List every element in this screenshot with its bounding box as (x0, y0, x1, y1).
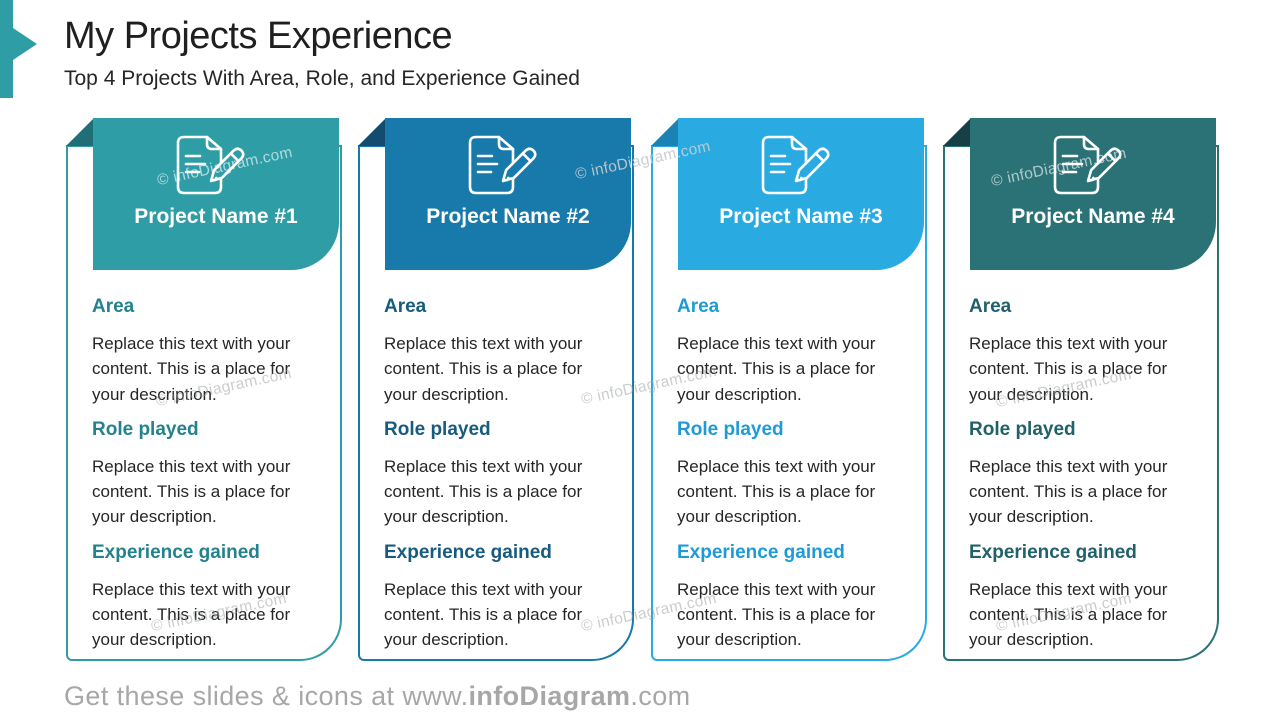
section-text: Replace this text with your content. Thi… (384, 456, 583, 527)
section-heading-experience: Experience gained (384, 541, 552, 563)
slide-title: My Projects Experience (64, 15, 453, 57)
section-text: Replace this text with your content. Thi… (969, 579, 1168, 650)
section-heading-role: Role played (677, 418, 784, 440)
project-name: Project Name #2 (426, 205, 590, 228)
document-pencil-icon (1053, 135, 1122, 195)
folded-corner-icon (358, 118, 386, 146)
footer-promo: Get these slides & icons at www.infoDiag… (64, 681, 691, 712)
folded-corner-icon (651, 118, 679, 146)
project-name: Project Name #3 (719, 205, 883, 228)
section-text: Replace this text with your content. Thi… (384, 579, 583, 650)
section-text: Replace this text with your content. Thi… (92, 579, 291, 650)
card-header: Project Name #4 (970, 118, 1216, 270)
card-header: Project Name #3 (678, 118, 924, 270)
section-text: Replace this text with your content. Thi… (384, 334, 583, 404)
title-block: My Projects Experience Top 4 Projects Wi… (64, 13, 580, 91)
section-text: Replace this text with your content. Thi… (92, 456, 291, 527)
section-heading-experience: Experience gained (677, 541, 845, 563)
section-heading-experience: Experience gained (92, 541, 260, 563)
section-text: Replace this text with your content. Thi… (969, 456, 1168, 527)
card-header: Project Name #2 (385, 118, 631, 270)
accent-arrow-icon (0, 0, 37, 98)
section-heading-role: Role played (92, 418, 199, 440)
project-card-3: Project Name #3 Area Replace this text w… (651, 118, 927, 661)
footer-text: .com (630, 681, 691, 711)
footer-text: Get these slides & icons at www. (64, 681, 469, 711)
document-pencil-icon (176, 135, 245, 195)
project-card-1: Project Name #1 Area Replace this text w… (66, 118, 342, 661)
section-heading-area: Area (92, 296, 135, 317)
card-content: Area Replace this text with your content… (92, 295, 310, 664)
card-content: Area Replace this text with your content… (677, 295, 895, 664)
project-card-2: Project Name #2 Area Replace this text w… (358, 118, 634, 661)
section-text: Replace this text with your content. Thi… (92, 334, 291, 404)
slide-subtitle: Top 4 Projects With Area, Role, and Expe… (64, 67, 580, 90)
section-text: Replace this text with your content. Thi… (677, 334, 876, 404)
section-heading-area: Area (969, 296, 1012, 317)
section-heading-role: Role played (384, 418, 491, 440)
section-text: Replace this text with your content. Thi… (969, 334, 1168, 404)
folded-corner-icon (943, 118, 971, 146)
project-card-4: Project Name #4 Area Replace this text w… (943, 118, 1219, 661)
section-text: Replace this text with your content. Thi… (677, 456, 876, 527)
section-heading-area: Area (677, 296, 720, 317)
card-header: Project Name #1 (93, 118, 339, 270)
section-text: Replace this text with your content. Thi… (677, 579, 876, 650)
document-pencil-icon (468, 135, 537, 195)
project-name: Project Name #1 (134, 205, 298, 228)
card-content: Area Replace this text with your content… (969, 295, 1187, 664)
project-name: Project Name #4 (1011, 205, 1175, 228)
document-pencil-icon (761, 135, 830, 195)
section-heading-experience: Experience gained (969, 541, 1137, 563)
footer-brand: infoDiagram (468, 681, 631, 711)
section-heading-area: Area (384, 296, 427, 317)
section-heading-role: Role played (969, 418, 1076, 440)
card-content: Area Replace this text with your content… (384, 295, 602, 664)
folded-corner-icon (66, 118, 94, 146)
